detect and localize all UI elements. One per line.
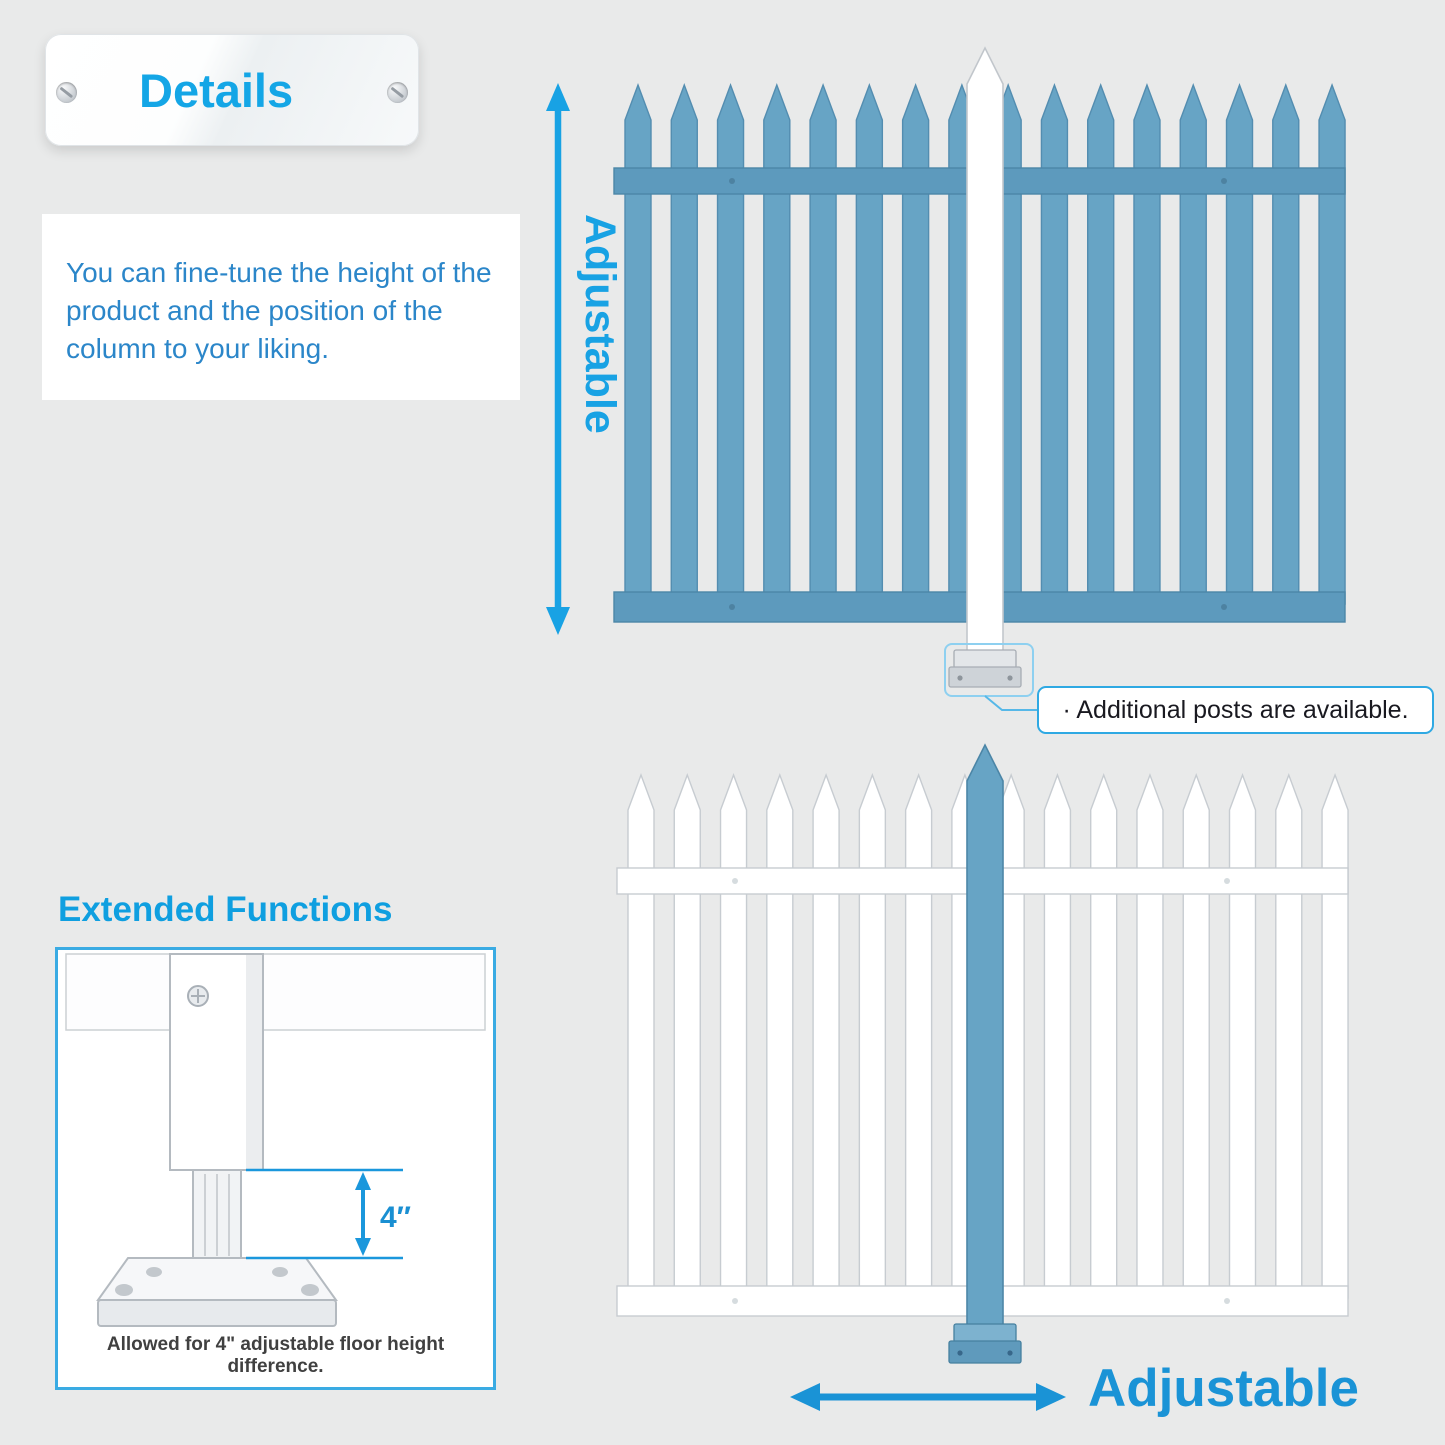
horizontal-adjustable-arrow-icon: [790, 1383, 1066, 1411]
extended-functions-box: 4″ Allowed for 4" adjustable floor heigh…: [55, 947, 496, 1390]
description-box: You can fine-tune the height of the prod…: [42, 214, 520, 400]
fence-panel-shape: [65, 953, 486, 1031]
white-fence-illustration: [616, 743, 1349, 1364]
callout-text: · Additional posts are available.: [1062, 695, 1409, 724]
description-text: You can fine-tune the height of the prod…: [66, 257, 492, 364]
extended-functions-caption: Allowed for 4" adjustable floor height d…: [106, 1334, 445, 1377]
post-shading: [246, 955, 262, 1169]
callout-connector: [944, 643, 1037, 711]
vertical-adjustable-label: Adjustable: [576, 214, 624, 434]
details-plaque: Details: [45, 34, 419, 146]
dimension-label: 4″: [380, 1201, 411, 1234]
additional-posts-callout: · Additional posts are available.: [1037, 686, 1434, 734]
horizontal-adjustable-label: Adjustable: [1088, 1359, 1359, 1418]
vertical-adjustable-arrow-icon: [546, 83, 570, 635]
screw-icon: [387, 82, 408, 103]
base-plate-front: [97, 1299, 337, 1327]
screw-icon: [56, 82, 77, 103]
blue-fence-illustration: [613, 46, 1346, 688]
post-detail-illustration: 4″: [65, 953, 486, 1327]
extended-functions-heading: Extended Functions: [58, 890, 393, 929]
dimension-arrow-icon: [355, 1172, 371, 1256]
base-plate-top: [96, 1257, 338, 1301]
details-title: Details: [139, 63, 294, 117]
